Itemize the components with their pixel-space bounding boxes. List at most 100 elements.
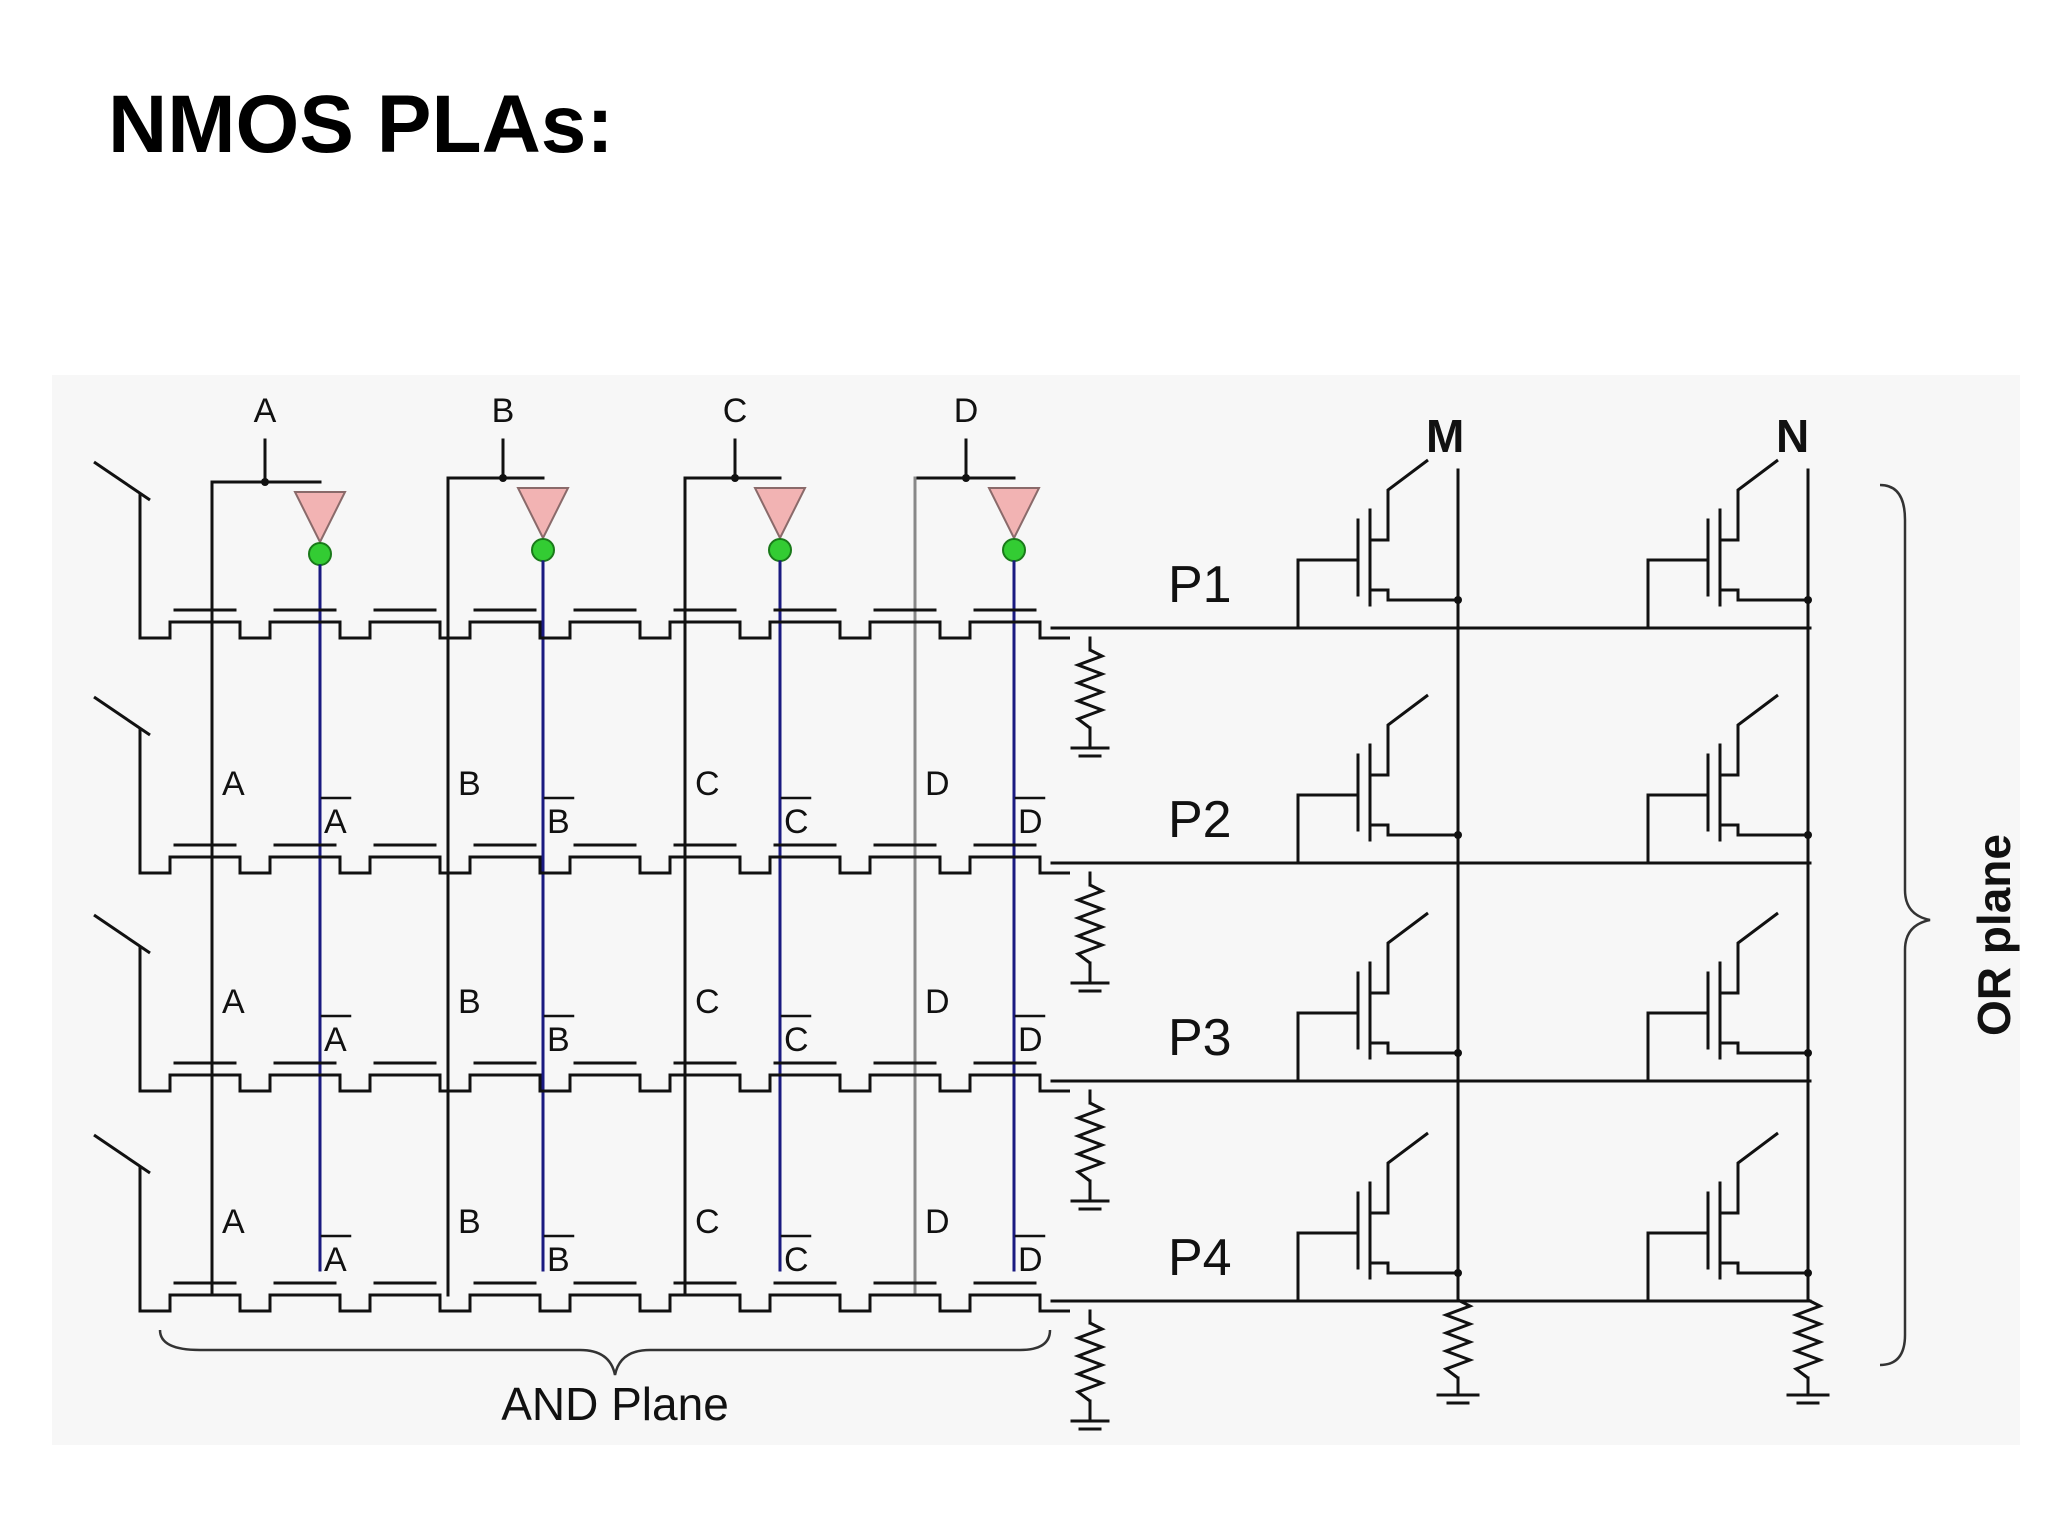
and-plane-label: AND Plane — [501, 1378, 729, 1430]
or-drain — [1370, 911, 1429, 995]
and-row-p1: P1 — [93, 460, 1812, 758]
or-transistor — [1296, 458, 1458, 628]
junction-dot — [499, 474, 507, 482]
or-source — [1720, 823, 1808, 837]
literal-label: C — [695, 983, 720, 1021]
pullup-resistor-icon — [1073, 648, 1107, 730]
or-source — [1370, 588, 1458, 602]
or-gate-wire — [1646, 1011, 1708, 1081]
or-source — [1370, 1041, 1458, 1055]
or-drain — [1370, 1131, 1429, 1215]
or-gate-wire — [1646, 558, 1708, 628]
product-chain — [140, 1073, 1070, 1093]
complement-literal-label: A — [324, 1241, 347, 1279]
input-label-d: D — [954, 392, 979, 430]
output-m: M — [1426, 410, 1480, 1405]
or-source — [1720, 1261, 1808, 1275]
junction-dot — [962, 474, 970, 482]
or-source — [1370, 1261, 1458, 1275]
input-label-c: C — [723, 392, 748, 430]
literal-label: C — [695, 1203, 720, 1241]
literal-label: A — [222, 983, 245, 1021]
complement-literal-label: D — [1018, 803, 1043, 841]
complement-literal-label: C — [784, 1241, 809, 1279]
inverter-bubble-icon — [768, 538, 792, 562]
literal-label: D — [925, 765, 950, 803]
or-source — [1720, 588, 1808, 602]
or-gate-wire — [1646, 793, 1708, 863]
or-transistor — [1296, 693, 1458, 863]
output-n: N — [1776, 410, 1830, 1405]
product-chain — [140, 1293, 1070, 1313]
complement-literal-label: C — [784, 803, 809, 841]
complement-literal-label: C — [784, 1021, 809, 1059]
product-chain — [140, 620, 1070, 640]
input-b: B — [446, 392, 570, 1297]
or-transistor — [1296, 911, 1458, 1081]
inverter-bubble-icon — [308, 542, 332, 566]
or-drain — [1720, 911, 1779, 995]
literal-label: C — [695, 765, 720, 803]
pullup-resistor-icon — [1073, 1101, 1107, 1183]
complement-literal-label: A — [324, 803, 347, 841]
complement-literal-label: D — [1018, 1021, 1043, 1059]
or-plane-label: OR plane — [1968, 834, 2020, 1036]
literal-label: D — [925, 1203, 950, 1241]
or-plane-brace — [1879, 483, 1931, 1367]
complement-literal-label: B — [547, 1021, 570, 1059]
literal-label: B — [458, 983, 481, 1021]
inverter-bubble-icon — [1002, 538, 1026, 562]
or-transistor — [1646, 458, 1808, 628]
complement-literal-label: D — [1018, 1241, 1043, 1279]
or-source — [1720, 1041, 1808, 1055]
junction-dot — [261, 478, 269, 486]
literal-label: B — [458, 1203, 481, 1241]
or-gate-wire — [1296, 1011, 1358, 1081]
inverter-icon — [987, 487, 1041, 541]
complement-literal-label: B — [547, 1241, 570, 1279]
input-label-a: A — [254, 392, 277, 430]
input-d: D — [913, 392, 1041, 1297]
output-label: N — [1776, 410, 1809, 462]
or-drain — [1720, 1131, 1779, 1215]
or-transistor — [1646, 911, 1808, 1081]
or-gate-wire — [1296, 558, 1358, 628]
output-resistor-icon — [1791, 1298, 1825, 1380]
product-term-label: P3 — [1168, 1009, 1232, 1067]
product-term-label: P1 — [1168, 556, 1232, 614]
product-term-label: P4 — [1168, 1229, 1232, 1287]
or-source — [1370, 823, 1458, 837]
and-row-p4: A A B B C C D D P4 — [93, 1133, 1812, 1431]
input-label-b: B — [492, 392, 515, 430]
or-drain — [1370, 693, 1429, 777]
or-transistor — [1296, 1131, 1458, 1301]
slide-title: NMOS PLAs: — [108, 79, 614, 170]
or-drain — [1370, 458, 1429, 542]
or-drain — [1720, 458, 1779, 542]
or-transistor — [1646, 1131, 1808, 1301]
pullup-resistor-icon — [1073, 883, 1107, 965]
or-transistor — [1646, 693, 1808, 863]
literal-label: A — [222, 765, 245, 803]
and-plane-brace — [158, 1329, 1052, 1376]
input-c: C — [683, 392, 807, 1297]
product-chain — [140, 855, 1070, 875]
output-resistor-icon — [1441, 1298, 1475, 1380]
and-row-p2: A A B B C C D D P2 — [93, 695, 1812, 993]
or-gate-wire — [1646, 1231, 1708, 1301]
output-label: M — [1426, 410, 1464, 462]
inverter-icon — [516, 487, 570, 541]
pullup-resistor-icon — [1073, 1321, 1107, 1403]
or-drain — [1720, 693, 1779, 777]
input-a: A — [210, 392, 347, 1297]
or-gate-wire — [1296, 1231, 1358, 1301]
inverter-icon — [293, 491, 347, 545]
literal-label: B — [458, 765, 481, 803]
product-term-label: P2 — [1168, 791, 1232, 849]
complement-literal-label: B — [547, 803, 570, 841]
complement-literal-label: A — [324, 1021, 347, 1059]
or-gate-wire — [1296, 793, 1358, 863]
literal-label: A — [222, 1203, 245, 1241]
